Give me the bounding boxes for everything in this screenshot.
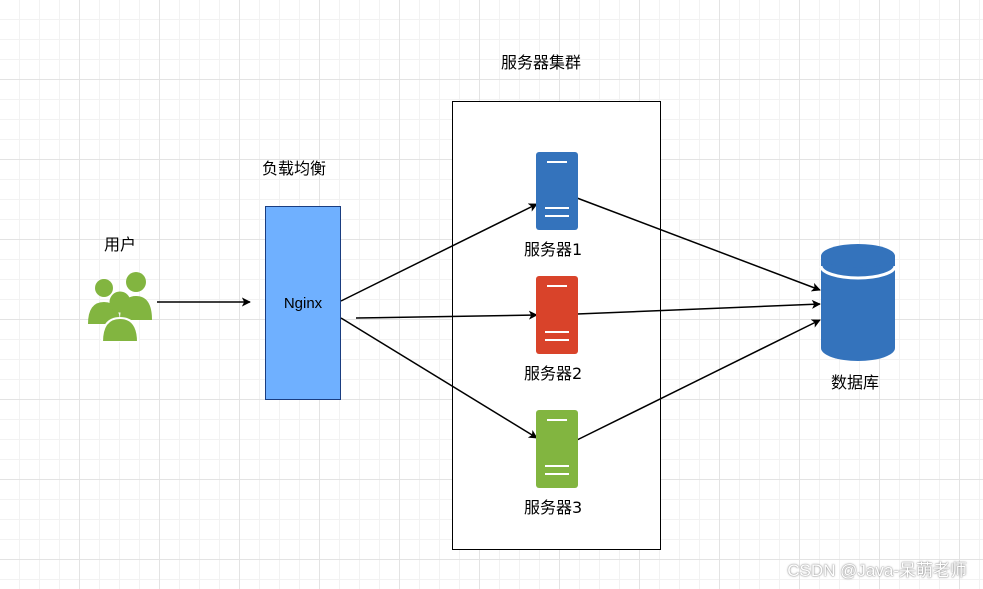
- arrow-nginx-to-server2: [355, 310, 538, 320]
- nginx-label: Nginx: [283, 294, 323, 312]
- server1-label: 服务器1: [524, 240, 583, 259]
- user-label: 用户: [104, 235, 137, 254]
- server1-icon: [536, 152, 578, 230]
- arrow-server3-to-database: [576, 319, 821, 441]
- load-balancer-label: 负载均衡: [262, 159, 327, 178]
- database-icon: [819, 244, 897, 361]
- watermark: CSDN @Java-呆萌老师: [787, 561, 967, 580]
- users-icon: [88, 272, 152, 342]
- cluster-title: 服务器集群: [501, 53, 582, 72]
- database-label: 数据库: [831, 373, 880, 392]
- arrow-nginx-to-server1: [340, 203, 538, 302]
- server3-icon: [536, 410, 578, 488]
- server2-icon: [536, 276, 578, 354]
- arrow-server1-to-database: [576, 197, 821, 292]
- server3-label: 服务器3: [524, 498, 583, 517]
- server2-label: 服务器2: [524, 364, 583, 383]
- nginx-box: Nginx: [265, 206, 341, 400]
- arrow-server2-to-database: [576, 299, 821, 315]
- arrow-nginx-to-server3: [340, 317, 538, 439]
